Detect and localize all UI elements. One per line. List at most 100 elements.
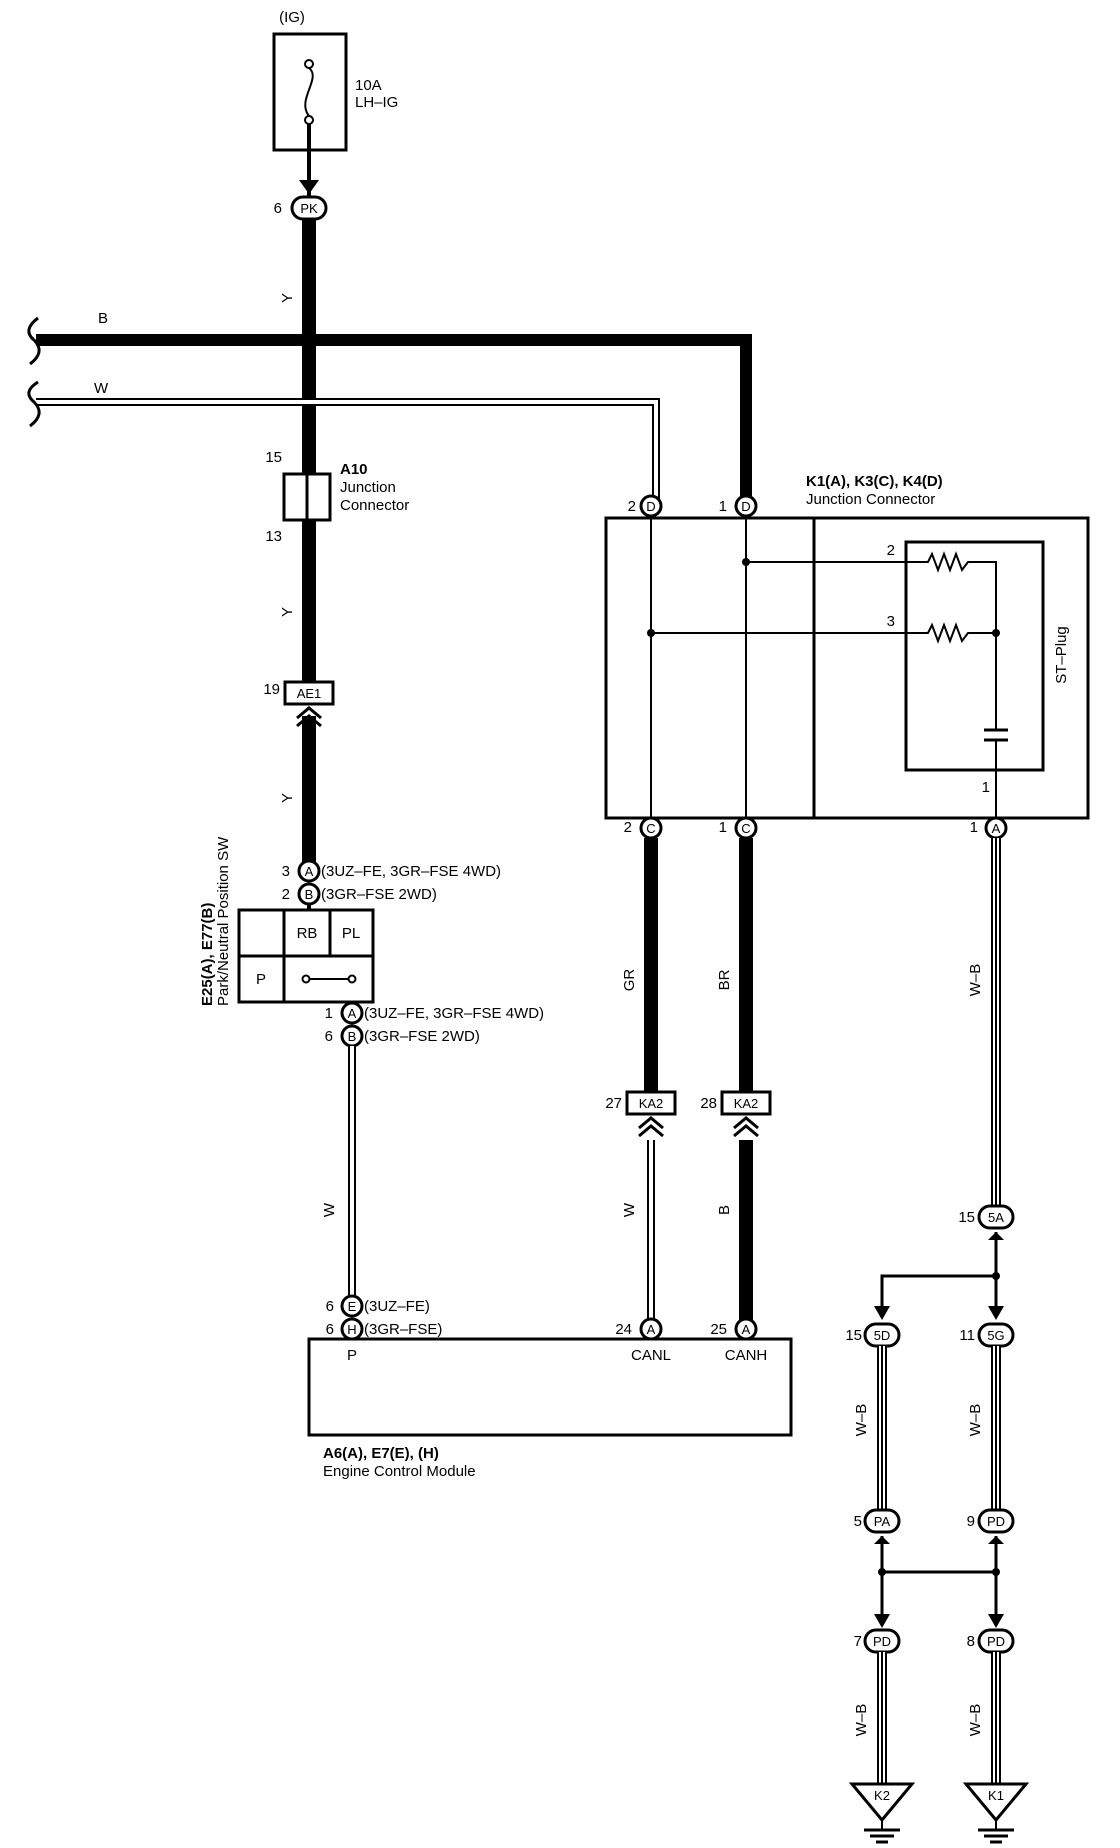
wire-color-w-psw: W bbox=[321, 1202, 338, 1217]
node-cross-right bbox=[992, 1568, 1000, 1576]
wire-color-w-canl: W bbox=[621, 1202, 638, 1217]
wire-color-gr: GR bbox=[621, 969, 638, 992]
jc-top-left-pin: 2 bbox=[628, 498, 636, 515]
arrow-pd8-icon bbox=[988, 1614, 1004, 1628]
connector-pk-pin: 6 bbox=[274, 200, 282, 217]
connector-pd8-pin: 8 bbox=[967, 1633, 975, 1650]
connector-a10: 15 13 A10 Junction Connector bbox=[265, 449, 409, 545]
jc-bot-left-code: C bbox=[646, 821, 655, 836]
ground-k2: K2 bbox=[848, 1782, 916, 1844]
wire-color-y-mid: Y bbox=[279, 607, 296, 617]
connector-pk-code: PK bbox=[300, 201, 318, 216]
connector-ae1-pin: 19 bbox=[263, 681, 280, 698]
connector-pd7-pin: 7 bbox=[854, 1633, 862, 1650]
psw-pin-top-b-code: B bbox=[305, 887, 314, 902]
psw-cell-pl: PL bbox=[342, 925, 360, 942]
connector-ae1: 19 AE1 bbox=[263, 680, 335, 728]
connector-5a-body bbox=[977, 1204, 1015, 1230]
connector-a10-name: A10 bbox=[340, 461, 368, 478]
psw-pin-bot-a-note: (3UZ–FE, 3GR–FSE 4WD) bbox=[364, 1005, 544, 1022]
ecm-pin-e-code: E bbox=[348, 1299, 357, 1314]
resistor-upper-icon bbox=[922, 551, 997, 633]
ecm-p-label: P bbox=[347, 1347, 357, 1364]
connector-pd9: 9 PD bbox=[967, 1508, 1015, 1544]
connector-ka2-right-pin: 28 bbox=[700, 1095, 717, 1112]
ecm-canl-label: CANL bbox=[631, 1347, 671, 1364]
jc-bot-right-pin: 1 bbox=[970, 819, 978, 836]
connector-5a-code: 5A bbox=[988, 1210, 1004, 1225]
wire-color-w-bus: W bbox=[94, 380, 109, 397]
wire-color-br: BR bbox=[716, 969, 733, 990]
jc-title: K1(A), K3(C), K4(D) bbox=[806, 473, 943, 490]
ecm-pin-e-circle bbox=[340, 1294, 364, 1318]
wire-break-b-icon bbox=[27, 316, 41, 366]
connector-pa: 5 PA bbox=[854, 1508, 901, 1544]
wire-5a-branch bbox=[880, 1274, 996, 1312]
connector-pd8-code: PD bbox=[987, 1634, 1005, 1649]
connector-ka2-right-chevron-icon bbox=[733, 1116, 759, 1138]
psw-pin-bot-a-pin: 1 bbox=[325, 1005, 333, 1022]
ecm-pin-h-pin: 6 bbox=[326, 1321, 334, 1338]
psw-subtitle: Park/Neutral Position SW bbox=[215, 836, 232, 1006]
connector-pk: 6 PK bbox=[274, 195, 328, 221]
jc-bot-left-pin: 2 bbox=[624, 819, 632, 836]
fuse-header: (IG) bbox=[279, 9, 305, 26]
connector-ae1-code: AE1 bbox=[297, 686, 322, 701]
wire-color-b-canh: B bbox=[716, 1205, 733, 1215]
jc-top-left-code: D bbox=[646, 499, 655, 514]
wire-break-w-icon bbox=[27, 380, 41, 428]
node-cross-left bbox=[878, 1568, 886, 1576]
connector-5d-pin: 15 bbox=[845, 1327, 862, 1344]
connector-5g-code: 5G bbox=[987, 1328, 1004, 1343]
st-plug-label: ST–Plug bbox=[1053, 626, 1070, 684]
connector-a10-line2: Connector bbox=[340, 497, 409, 514]
psw-pin-bot-b-code: B bbox=[348, 1029, 357, 1044]
ground-k2-label: K2 bbox=[874, 1788, 890, 1803]
st-plug-pin-3: 3 bbox=[887, 613, 895, 630]
jc-top-right-code: D bbox=[741, 499, 750, 514]
connector-5a-pin: 15 bbox=[958, 1209, 975, 1226]
jc-bot-right-code: A bbox=[992, 821, 1001, 836]
connector-pd7-code: PD bbox=[873, 1634, 891, 1649]
ecm-pin-e-note: (3UZ–FE) bbox=[364, 1298, 430, 1315]
psw-title: E25(A), E77(B) bbox=[199, 903, 216, 1006]
arrow-5d-icon bbox=[874, 1306, 890, 1320]
psw-pin-top-a-note: (3UZ–FE, 3GR–FSE 4WD) bbox=[321, 863, 501, 880]
ecm-canh-label: CANH bbox=[725, 1347, 768, 1364]
psw-pin-bot-b-pin: 6 bbox=[325, 1028, 333, 1045]
jc-bot-mid-pin: 1 bbox=[719, 819, 727, 836]
connector-pd9-code: PD bbox=[987, 1514, 1005, 1529]
park-neutral-switch: 3 A (3UZ–FE, 3GR–FSE 4WD) 2 B (3GR–FSE 2… bbox=[199, 836, 544, 1048]
connector-ka2-left-pin: 27 bbox=[605, 1095, 622, 1112]
wire-color-wb-main: W–B bbox=[967, 964, 984, 997]
psw-pin-top-a-pin: 3 bbox=[282, 863, 290, 880]
fuse-lh-ig: (IG) 10A LH–IG bbox=[272, 9, 398, 152]
connector-5a: 15 5A bbox=[958, 1204, 1015, 1240]
jc-top-right-pin: 1 bbox=[719, 498, 727, 515]
wire-w-bus-inner bbox=[36, 400, 658, 502]
connector-pa-code: PA bbox=[874, 1514, 891, 1529]
connector-pd8: 8 PD bbox=[967, 1628, 1015, 1654]
connector-pa-body bbox=[863, 1508, 901, 1534]
psw-contact-left-icon bbox=[301, 974, 311, 984]
st-plug-pin-2: 2 bbox=[887, 542, 895, 559]
psw-pin-top-b-note: (3GR–FSE 2WD) bbox=[321, 886, 437, 903]
ground-k1-triangle-icon bbox=[962, 1782, 1030, 1823]
ecm-pin-h-note: (3GR–FSE) bbox=[364, 1321, 442, 1338]
connector-5d: 15 5D bbox=[845, 1322, 901, 1348]
ecm-canl-code: A bbox=[647, 1322, 656, 1337]
connector-a10-pin-top: 15 bbox=[265, 449, 282, 466]
connector-ka2-right-body bbox=[720, 1090, 772, 1116]
connector-ka2-right: 28 KA2 bbox=[700, 1090, 772, 1138]
connector-5d-code: 5D bbox=[874, 1328, 891, 1343]
psw-pin-top-a-code: A bbox=[305, 864, 314, 879]
psw-pin-bot-b-note: (3GR–FSE 2WD) bbox=[364, 1028, 480, 1045]
fuse-terminal-top bbox=[304, 59, 314, 69]
ecm-pin-e-pin: 6 bbox=[326, 1298, 334, 1315]
connector-ka2-left-code: KA2 bbox=[639, 1096, 664, 1111]
jc-subtitle: Junction Connector bbox=[806, 491, 935, 508]
jc-body bbox=[604, 516, 1090, 820]
connector-ka2-left-body bbox=[625, 1090, 677, 1116]
connector-a10-line1: Junction bbox=[340, 479, 396, 496]
